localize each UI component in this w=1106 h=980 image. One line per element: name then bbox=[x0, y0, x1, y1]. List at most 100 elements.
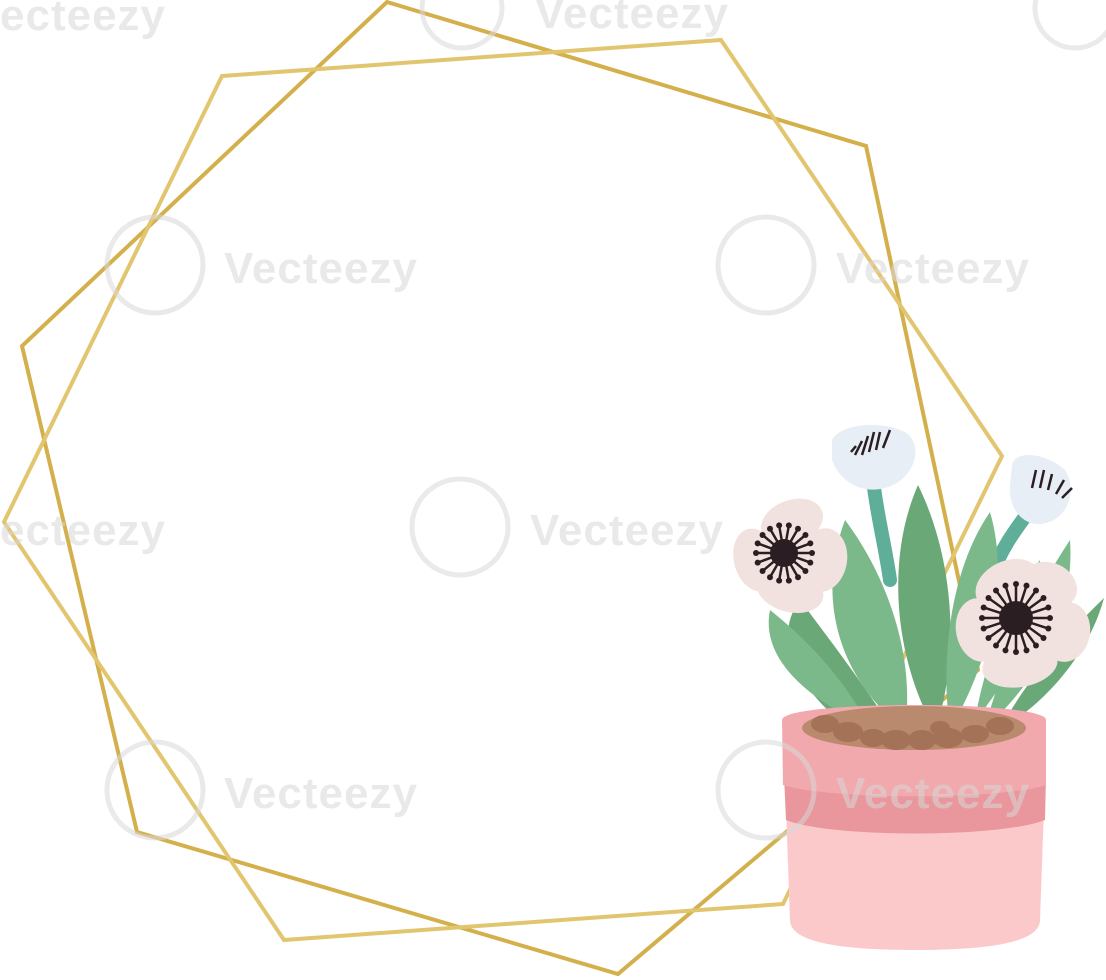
stamen-filament bbox=[1019, 630, 1028, 651]
watermark-row2-left: Vecteezy bbox=[104, 214, 418, 316]
stamen-anther bbox=[1013, 649, 1019, 655]
vecteezy-v-logo-icon bbox=[1032, 0, 1106, 51]
stamen-anther bbox=[1040, 595, 1047, 602]
stamen-anther bbox=[993, 587, 1000, 594]
watermark-layer: ecteezy Vecteezy Vecteezy Vecteezy ectee… bbox=[0, 0, 1106, 841]
watermark-text: Vecteezy bbox=[836, 769, 1030, 818]
stamen-anther bbox=[1032, 587, 1039, 594]
stamen-filament bbox=[1004, 630, 1013, 651]
soil-pebbles bbox=[811, 715, 1014, 750]
watermark-row4-right: Vecteezy bbox=[715, 739, 1030, 841]
bud-stamens bbox=[1030, 469, 1073, 499]
potted-plant bbox=[733, 425, 1104, 950]
stamen-anther bbox=[759, 567, 766, 574]
flower-center bbox=[999, 601, 1033, 635]
flower-center bbox=[770, 539, 798, 567]
stamen-anther bbox=[1023, 582, 1030, 589]
watermark-text: Vecteezy bbox=[224, 244, 418, 293]
bud-flower-top bbox=[832, 425, 916, 490]
stamen-filament bbox=[1023, 628, 1037, 647]
stamen-filament bbox=[987, 597, 1006, 611]
watermark-top-center: Vecteezy bbox=[419, 0, 729, 51]
bud-petals bbox=[832, 425, 916, 490]
stamen-filament bbox=[1019, 585, 1028, 606]
stamen-anther bbox=[767, 574, 773, 581]
stamen-anther bbox=[767, 525, 773, 532]
bud-stamens bbox=[850, 429, 892, 456]
watermark-text: Vecteezy bbox=[530, 506, 724, 555]
vecteezy-v-logo-icon bbox=[104, 214, 206, 316]
watermark-top-left: ecteezy bbox=[0, 0, 166, 40]
open-flower-left bbox=[733, 498, 848, 614]
stamen-anther bbox=[1040, 634, 1047, 641]
watermark-text: Vecteezy bbox=[535, 0, 729, 38]
watermark-row3-left: ecteezy bbox=[0, 506, 166, 555]
watermark-top-right bbox=[1032, 0, 1106, 51]
stamen-anther bbox=[1002, 582, 1009, 589]
stamen-anther bbox=[1047, 615, 1053, 621]
leaf bbox=[898, 485, 951, 730]
stamen-filament bbox=[987, 625, 1006, 639]
stamen-anther bbox=[809, 550, 815, 556]
petals bbox=[955, 558, 1091, 688]
watermark-text: Vecteezy bbox=[224, 769, 418, 818]
flower-stamens bbox=[979, 581, 1053, 655]
stamen-anther bbox=[985, 634, 992, 641]
open-flower-right bbox=[955, 558, 1091, 688]
stamen-anther bbox=[1013, 581, 1019, 587]
stamen-filament bbox=[983, 606, 1004, 615]
watermark-text: ecteezy bbox=[0, 506, 166, 555]
stamen-anther bbox=[795, 574, 801, 581]
stamen-anther bbox=[795, 525, 801, 532]
watermark-row2-right: Vecteezy bbox=[715, 214, 1030, 316]
bud-flower-right bbox=[1009, 454, 1073, 525]
frame-polygon-inner bbox=[1, 37, 1005, 943]
stamen-filament bbox=[1028, 621, 1049, 630]
vecteezy-v-logo-icon bbox=[715, 214, 817, 316]
stamen-anther bbox=[753, 550, 759, 556]
stamen-anther bbox=[985, 595, 992, 602]
flower-stamens bbox=[753, 522, 815, 584]
stamen-anther bbox=[802, 532, 809, 539]
stem-top-flower bbox=[866, 473, 897, 587]
stamen-anther bbox=[980, 604, 987, 611]
vecteezy-v-logo-icon bbox=[715, 739, 817, 841]
stamen-filament bbox=[995, 589, 1009, 608]
vecteezy-v-logo-icon bbox=[104, 739, 206, 841]
watermark-row4-left: Vecteezy bbox=[104, 739, 418, 841]
stamen-filament bbox=[1026, 597, 1045, 611]
stamen-anther bbox=[1032, 642, 1039, 649]
frame-polygon-outer bbox=[19, 0, 981, 977]
leaf bbox=[768, 610, 870, 728]
stamen-anther bbox=[1002, 647, 1009, 654]
stamen-filament bbox=[1023, 589, 1037, 608]
vecteezy-v-logo-icon bbox=[409, 476, 511, 578]
flower-pot bbox=[782, 705, 1046, 950]
stamen-anther bbox=[1045, 604, 1052, 611]
vecteezy-v-logo-icon bbox=[419, 0, 505, 51]
stamen-anther bbox=[1023, 647, 1030, 654]
stamen-anther bbox=[776, 577, 783, 584]
stamen-anther bbox=[785, 577, 792, 584]
stamen-filament bbox=[995, 628, 1009, 647]
stamen-anther bbox=[807, 559, 814, 566]
pot-bottom bbox=[786, 808, 1044, 950]
stamen-filament bbox=[1028, 606, 1049, 615]
stamen-anther bbox=[785, 522, 792, 529]
stamen-anther bbox=[807, 540, 814, 547]
stamen-anther bbox=[1045, 625, 1052, 632]
leaf bbox=[832, 520, 908, 730]
stamen-anther bbox=[759, 532, 766, 539]
watermark-text: Vecteezy bbox=[836, 244, 1030, 293]
watermark-text: ecteezy bbox=[0, 0, 166, 40]
stamen-filament bbox=[1026, 625, 1045, 639]
stamen-filament bbox=[983, 621, 1004, 630]
watermark-row3-center: Vecteezy bbox=[409, 476, 724, 578]
stamen-anther bbox=[754, 540, 761, 547]
gold-frame bbox=[1, 0, 1005, 977]
stamen-anther bbox=[754, 559, 761, 566]
stamen-anther bbox=[993, 642, 1000, 649]
bud-petals bbox=[1009, 454, 1071, 525]
stamen-filament bbox=[1004, 585, 1013, 606]
